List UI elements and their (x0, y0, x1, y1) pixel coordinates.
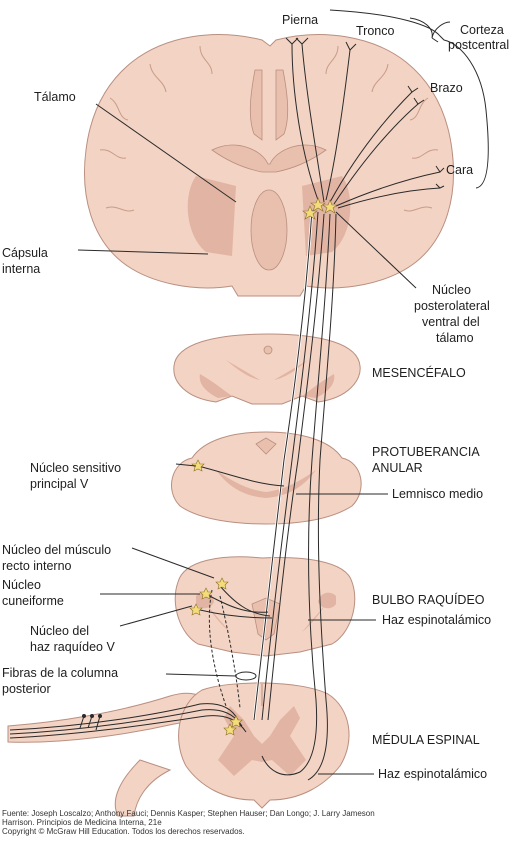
label-vpl-4: tálamo (436, 331, 474, 345)
label-corteza: Corteza (460, 23, 504, 37)
label-recto-2: recto interno (2, 559, 72, 573)
cortical-projection-fibers (285, 37, 445, 209)
cuneate-nucleus-star (199, 587, 213, 600)
postcentral-brace (329, 9, 489, 189)
label-trigemino-2: haz raquídeo V (30, 640, 115, 654)
principal-sensory-nucleus-star (191, 459, 205, 472)
pons-section (171, 431, 362, 525)
vpl-nucleus-star (302, 205, 318, 220)
label-cuneiforme-1: Núcleo (2, 578, 41, 592)
label-brazo: Brazo (430, 81, 463, 95)
vpl-nucleus-star (310, 197, 326, 212)
label-pierna: Pierna (282, 13, 318, 27)
label-capsula-2: interna (2, 262, 40, 276)
label-tronco: Tronco (356, 24, 394, 38)
spinal-cord-section (7, 682, 350, 817)
label-vpl-2: posterolateral (414, 299, 490, 313)
label-nucleo-sensitivo-2: principal V (30, 477, 89, 491)
credit-line-1: Fuente: Joseph Loscalzo; Anthony Fauci; … (2, 809, 375, 818)
label-haz-2: Haz espinotalámico (378, 767, 487, 781)
label-trigemino-1: Núcleo del (30, 624, 89, 638)
label-vpl-1: Núcleo (432, 283, 471, 297)
spinal-cord-star (223, 723, 237, 736)
vpl-nucleus-star (322, 199, 338, 214)
label-postcentral: postcentral (448, 38, 509, 52)
leader-lines (77, 9, 489, 775)
text-labels: Pierna Tronco Corteza postcentral Brazo … (2, 13, 509, 781)
label-medula: MÉDULA ESPINAL (372, 732, 480, 747)
spinal-trigeminal-nucleus-star (189, 603, 203, 616)
label-vpl-3: ventral del (422, 315, 480, 329)
nuclei-markers (189, 197, 338, 736)
medulla-section (174, 556, 356, 657)
label-haz-1: Haz espinotalámico (382, 613, 491, 627)
mesencephalon-section (173, 333, 361, 405)
label-protuberancia-1: PROTUBERANCIA (372, 445, 480, 459)
sensory-fiber-tracts (9, 37, 445, 781)
label-talamo: Tálamo (34, 90, 76, 104)
label-mesencefalo: MESENCÉFALO (372, 365, 466, 380)
spinal-cord-star (229, 715, 243, 728)
source-credits: Fuente: Joseph Loscalzo; Anthony Fauci; … (2, 809, 375, 836)
label-lemnisco: Lemnisco medio (392, 487, 483, 501)
label-capsula-1: Cápsula (2, 246, 48, 260)
posterior-column-bundle (235, 671, 257, 681)
label-cara: Cara (446, 163, 473, 177)
medial-rectus-nucleus-star (215, 577, 229, 590)
label-cuneiforme-2: cuneiforme (2, 594, 64, 608)
label-nucleo-sensitivo-1: Núcleo sensitivo (30, 461, 121, 475)
ascending-lemniscus-tracts (252, 209, 337, 781)
trigeminal-pathways (197, 465, 285, 709)
credit-line-2: Harrison. Principios de Medicina Interna… (2, 818, 162, 827)
label-recto-1: Núcleo del músculo (2, 543, 111, 557)
label-bulbo: BULBO RAQUÍDEO (372, 592, 485, 607)
cortex-brace (409, 17, 451, 43)
label-protuberancia-2: ANULAR (372, 461, 423, 475)
brain-coronal-section (84, 34, 454, 297)
label-fibras-1: Fibras de la columna (2, 666, 118, 680)
label-fibras-2: posterior (2, 682, 51, 696)
credit-line-3: Copyright © McGraw Hill Education. Todos… (2, 827, 245, 836)
